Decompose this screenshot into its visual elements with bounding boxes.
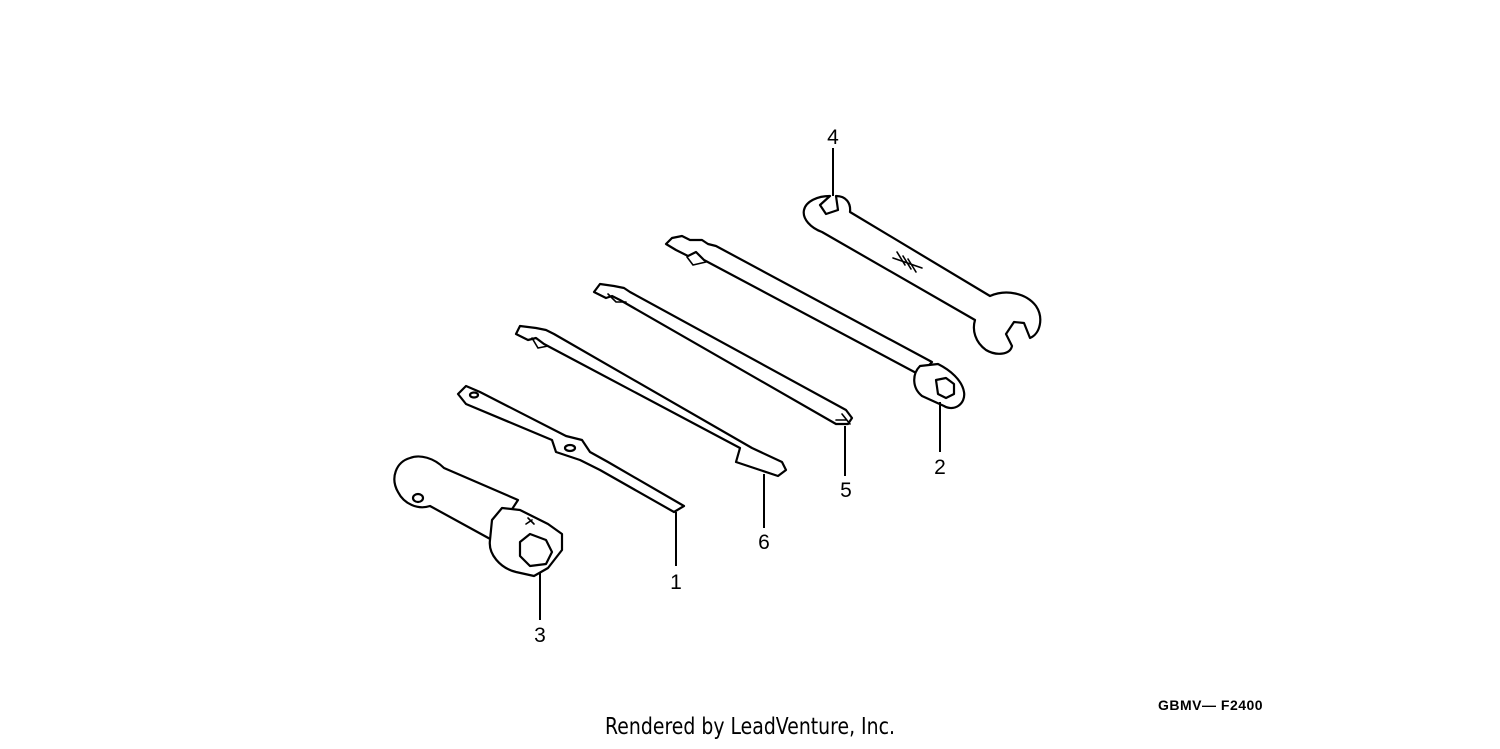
flat-spanner-bar[interactable] <box>456 384 686 514</box>
leader-lines <box>539 148 941 620</box>
callout-3[interactable]: 3 <box>534 624 546 647</box>
render-credit: Rendered by LeadVenture, Inc. <box>605 714 895 740</box>
phillips-screwdriver[interactable] <box>592 282 854 426</box>
callout-5[interactable]: 5 <box>840 479 852 502</box>
diagram-code: GBMV— F2400 <box>1158 697 1264 713</box>
open-end-wrench[interactable] <box>802 194 1042 355</box>
box-wrench[interactable] <box>664 234 966 410</box>
callout-2[interactable]: 2 <box>934 456 946 479</box>
callout-4[interactable]: 4 <box>827 126 839 149</box>
callout-labels: 4 2 5 6 1 3 <box>534 126 946 647</box>
spark-plug-wrench[interactable] <box>393 455 564 578</box>
callout-6[interactable]: 6 <box>758 531 770 554</box>
flat-screwdriver[interactable] <box>514 324 788 478</box>
callout-1[interactable]: 1 <box>670 571 682 594</box>
